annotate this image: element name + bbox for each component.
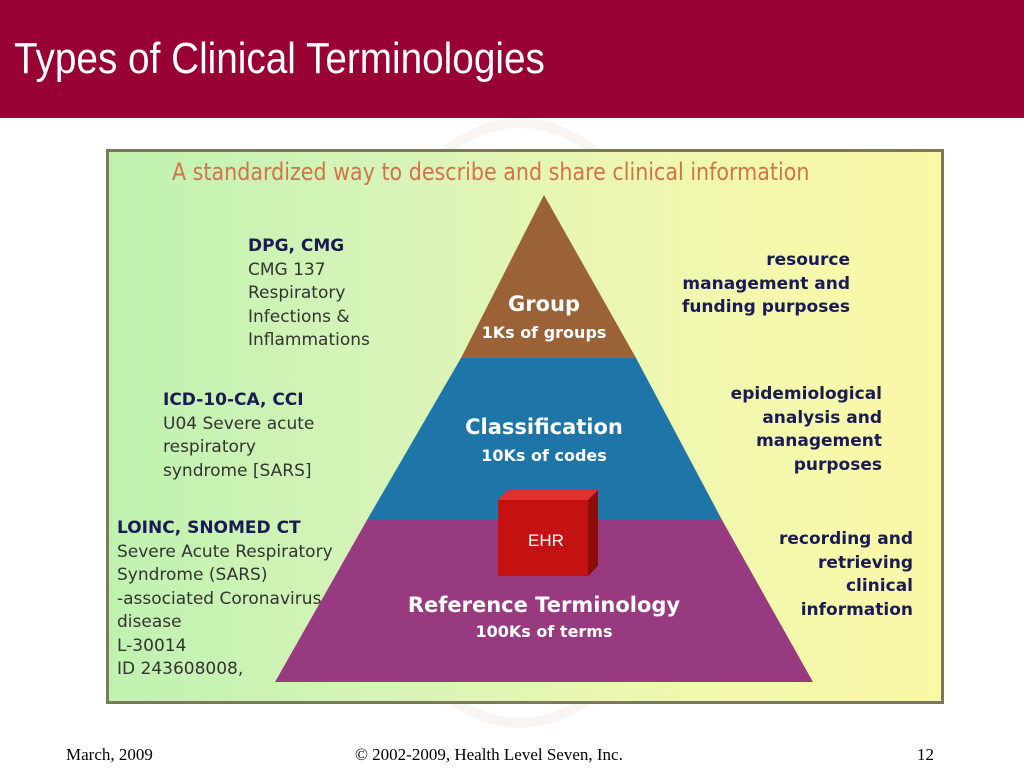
tier-reference-name: Reference Terminology — [407, 593, 681, 617]
ehr-box-front — [498, 500, 588, 576]
ehr-box-top — [498, 490, 598, 500]
tier-group-count: 1Ks of groups — [481, 323, 607, 342]
title-bar: Types of Clinical Terminologies — [0, 0, 1024, 118]
tier-reference-count: 100Ks of terms — [475, 622, 613, 641]
example-reference-line: -associated Coronavirus — [117, 588, 322, 609]
ehr-box — [498, 490, 598, 576]
tier-group-name: Group — [507, 292, 580, 316]
example-classification-heading: ICD-10-CA, CCI — [163, 390, 304, 410]
slide-title: Types of Clinical Terminologies — [14, 34, 545, 83]
purpose-reference-line: clinical — [845, 576, 913, 596]
footer-date: March, 2009 — [66, 745, 153, 764]
footer-page-number: 12 — [917, 745, 934, 764]
purpose-group-line: funding purposes — [681, 297, 850, 317]
example-group-line: Inflammations — [248, 330, 370, 350]
example-reference-line: Severe Acute Respiratory — [117, 541, 333, 562]
purpose-reference-line: information — [800, 599, 913, 620]
ehr-label: EHR — [528, 531, 564, 550]
example-reference: LOINC, SNOMED CT Severe Acute Respirator… — [117, 517, 333, 682]
example-reference-line: disease — [117, 612, 182, 632]
pyramid-tier-reference-shape — [275, 520, 813, 682]
example-classification-line: respiratory — [163, 437, 256, 457]
example-reference-heading: LOINC, SNOMED CT — [117, 518, 301, 538]
example-classification: ICD-10-CA, CCI U04 Severe acute respirat… — [163, 389, 314, 483]
purpose-group-line: resource — [766, 250, 850, 270]
example-classification-line: U04 Severe acute — [163, 413, 315, 434]
purpose-reference-line: recording and — [779, 529, 913, 549]
example-reference-line: ID 243608008, — [117, 659, 244, 679]
purpose-reference-line: retrieving — [818, 552, 913, 573]
footer-copyright: © 2002-2009, Health Level Seven, Inc. — [355, 745, 623, 764]
purpose-classification-line: epidemiological — [730, 384, 882, 404]
example-reference-line: L-30014 — [117, 635, 187, 656]
tier-classification-count: 10Ks of codes — [481, 446, 607, 465]
example-group-heading: DPG, CMG — [248, 236, 345, 256]
example-group: DPG, CMG CMG 137 Respiratory Infections … — [248, 235, 370, 353]
purpose-classification-line: purposes — [793, 454, 882, 475]
pyramid-tier-group-shape — [461, 195, 636, 358]
purpose-classification-line: management — [756, 431, 882, 451]
example-group-line: CMG 137 — [248, 259, 326, 280]
example-classification-line: syndrome [SARS] — [163, 460, 312, 481]
example-reference-line: Syndrome (SARS) — [117, 565, 268, 585]
example-group-line: Infections & — [248, 306, 350, 327]
purpose-group: resource management and funding purposes — [682, 249, 850, 320]
example-group-line: Respiratory — [248, 283, 346, 303]
purpose-reference: recording and retrieving clinical inform… — [779, 528, 913, 622]
purpose-group-line: management and — [682, 273, 850, 294]
pyramid-tier-classification-shape — [367, 358, 722, 520]
tier-classification-name: Classification — [465, 415, 623, 439]
ehr-box-side — [588, 490, 598, 576]
purpose-classification: epidemiological analysis and management … — [731, 383, 882, 477]
purpose-classification-line: analysis and — [762, 407, 882, 428]
panel-header: A standardized way to describe and share… — [172, 158, 810, 186]
